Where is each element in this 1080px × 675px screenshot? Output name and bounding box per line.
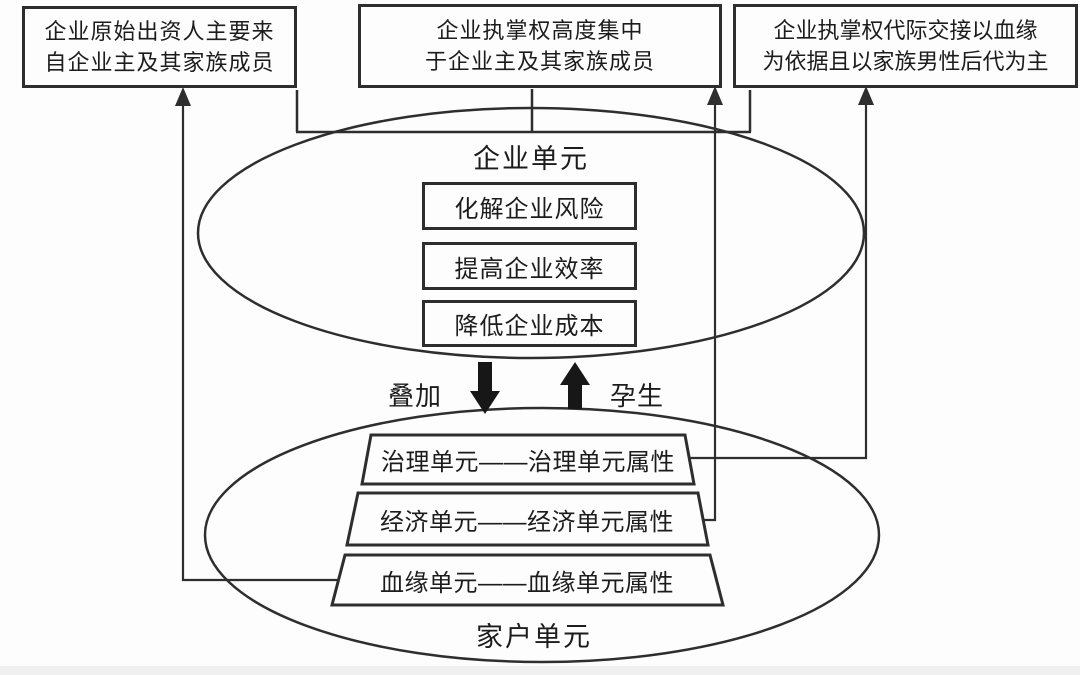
household-ellipse-shape — [203, 406, 881, 664]
enterprise-unit-title: 企业单元 — [473, 143, 589, 174]
governance-layer-label: 治理单元——治理单元属性 — [381, 449, 675, 476]
footer-strip — [0, 666, 1080, 675]
top-box-founders-line2: 自企业主及其家族成员 — [44, 50, 275, 75]
top-box-control-line1: 企业执掌权高度集中 — [436, 18, 644, 43]
top-box-founders: 企业原始出资人主要来 自企业主及其家族成员 — [22, 6, 297, 88]
top-box-succession-line1: 企业执掌权代际交接以血缘 — [773, 18, 1038, 43]
top-box-control: 企业执掌权高度集中 于企业主及其家族成员 — [358, 4, 722, 88]
household-unit-title: 家户单元 — [476, 621, 592, 652]
efficiency-box: 提高企业效率 — [422, 242, 637, 290]
governance-trapezoid — [360, 433, 696, 486]
blood-riser-arrowhead-icon — [175, 87, 191, 106]
economic-riser-line — [704, 99, 717, 522]
top-box-control-line2: 于企业主及其家族成员 — [424, 49, 655, 74]
economic-layer-label: 经济单元——经济单元属性 — [380, 508, 674, 536]
governance-riser-arrowhead-icon — [858, 86, 874, 105]
blood-layer-label: 血缘单元——血缘单元属性 — [380, 569, 674, 597]
superimpose-label: 叠加 — [388, 381, 443, 411]
down-arrow-icon — [470, 362, 500, 414]
governance-riser-line — [689, 99, 868, 460]
risk-resolution-box: 化解企业风险 — [422, 182, 637, 230]
bracket-connector — [295, 89, 752, 134]
top-box-founders-line1: 企业原始出资人主要来 — [44, 19, 275, 44]
up-arrow-icon — [560, 362, 590, 409]
blood-trapezoid — [330, 553, 725, 607]
top-box-succession: 企业执掌权代际交接以血缘 为依据且以家族男性后代为主 — [733, 4, 1078, 88]
economic-riser-arrowhead-icon — [707, 86, 723, 105]
economic-trapezoid — [345, 491, 710, 547]
top-box-succession-line2: 为依据且以家族男性后代为主 — [762, 49, 1049, 74]
gestate-label: 孕生 — [610, 381, 665, 411]
cost-reduction-box: 降低企业成本 — [422, 300, 637, 347]
blood-riser-line — [181, 100, 339, 582]
